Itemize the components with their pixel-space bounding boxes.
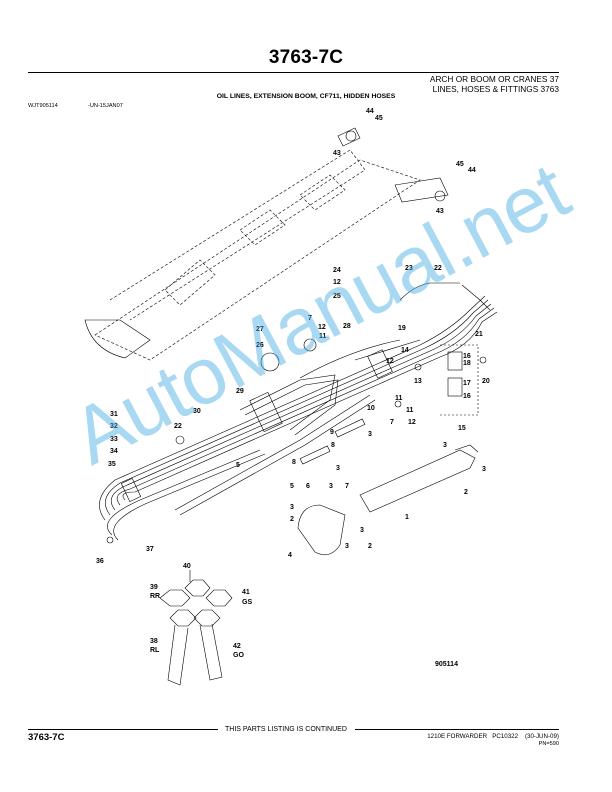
callout-25: 25 [333, 293, 341, 300]
port-label-go: GO [233, 652, 244, 659]
callout-18: 18 [463, 360, 471, 367]
callout-9: 9 [330, 429, 334, 436]
callout-43-right: 43 [436, 208, 444, 215]
callout-3-g: 3 [360, 527, 364, 534]
footer-rule-right [355, 729, 559, 730]
callout-42: 42 [233, 643, 241, 650]
section-title: OIL LINES, EXTENSION BOOM, CF711, HIDDEN… [216, 93, 396, 100]
callout-8-b: 8 [292, 459, 296, 466]
callout-22-b: 22 [174, 423, 182, 430]
callout-5-b: 5 [290, 483, 294, 490]
callout-38: 38 [150, 638, 158, 645]
callout-27: 27 [256, 326, 264, 333]
callout-17: 17 [463, 380, 471, 387]
callout-5-a: 5 [236, 462, 240, 469]
callout-2-b: 2 [290, 516, 294, 523]
callout-6: 6 [306, 483, 310, 490]
callout-2-c: 2 [368, 543, 372, 550]
callout-7-a: 7 [308, 315, 312, 322]
footer-date: (30-JUN-09) [524, 733, 559, 740]
page-title: 3763-7C [268, 47, 344, 68]
callout-35: 35 [108, 461, 116, 468]
callout-14: 14 [401, 347, 409, 354]
port-label-gs: GS [242, 599, 252, 606]
hose-bundle [99, 295, 498, 541]
port-label-rl: RL [150, 647, 160, 654]
footer-page-code: 3763-7C [28, 732, 65, 743]
callout-36: 36 [96, 558, 104, 565]
callout-44-right: 44 [468, 167, 476, 174]
footer-catalog-info: 1210E FORWARDER PC10322 (30-JUN-09) [427, 733, 559, 740]
callout-19: 19 [398, 325, 406, 332]
port-label-rr: RR [150, 593, 160, 600]
callout-24: 24 [333, 267, 341, 274]
callout-11-b: 11 [395, 395, 403, 402]
reference-code: WJT905114 [28, 103, 58, 109]
callout-31: 31 [110, 411, 118, 418]
figure-number: 905114 [435, 661, 458, 668]
callout-21: 21 [475, 331, 483, 338]
reference-date: -UN-15JAN07 [88, 103, 123, 109]
footer-rule-left [28, 729, 218, 730]
callout-3-d: 3 [336, 465, 340, 472]
callout-20: 20 [482, 378, 490, 385]
callout-12-b: 12 [318, 324, 326, 331]
callout-2-a: 2 [464, 489, 468, 496]
port-assembly [159, 570, 233, 686]
callout-29: 29 [236, 388, 244, 395]
callout-45-right: 45 [456, 161, 464, 168]
callout-1: 1 [405, 514, 409, 521]
continued-notice: THIS PARTS LISTING IS CONTINUED [225, 726, 347, 733]
callout-3-f: 3 [290, 504, 294, 511]
callout-23: 23 [405, 265, 413, 272]
callout-3-e: 3 [329, 483, 333, 490]
callout-30: 30 [193, 408, 201, 415]
callout-10: 10 [367, 405, 375, 412]
callout-11-a: 11 [319, 333, 327, 340]
callout-16-b: 16 [463, 393, 471, 400]
callout-28: 28 [343, 323, 351, 330]
callout-3-h: 3 [345, 543, 349, 550]
callout-32: 32 [110, 423, 118, 430]
callout-26: 26 [256, 342, 264, 349]
callout-13: 13 [414, 378, 422, 385]
callout-37: 37 [146, 546, 154, 553]
boom-outline [94, 149, 421, 361]
callout-45-top: 45 [375, 115, 383, 122]
footer-page-number: PN=590 [538, 741, 559, 747]
callout-11-c: 11 [406, 407, 414, 414]
title-divider [28, 72, 559, 73]
callout-33: 33 [110, 436, 118, 443]
callout-40: 40 [183, 563, 191, 570]
callout-22: 22 [434, 265, 442, 272]
footer-machine: 1210E FORWARDER [427, 733, 488, 740]
callout-12-a: 12 [333, 279, 341, 286]
callout-12-c: 12 [386, 358, 394, 365]
parts-diagram: 44 45 43 45 44 43 24 23 22 12 25 7 27 12… [84, 108, 498, 686]
callout-43-top: 43 [333, 150, 341, 157]
callout-12-d: 12 [408, 419, 416, 426]
callout-39: 39 [150, 584, 158, 591]
callout-34: 34 [110, 448, 118, 455]
callout-4: 4 [288, 552, 292, 559]
callout-3-b: 3 [443, 442, 447, 449]
callout-7-c: 7 [345, 483, 349, 490]
callout-3-a: 3 [368, 431, 372, 438]
category-line-1: ARCH OR BOOM OR CRANES 37 [429, 74, 559, 84]
callout-44-top: 44 [366, 108, 374, 115]
callout-8: 8 [331, 442, 335, 449]
callout-15: 15 [458, 425, 466, 432]
callout-7-b: 7 [390, 419, 394, 426]
footer-catalog: PC10322 [492, 733, 519, 740]
callout-41: 41 [242, 589, 250, 596]
callout-16-a: 16 [463, 353, 471, 360]
callout-3-c: 3 [482, 466, 486, 473]
category-line-2: LINES, HOSES & FITTINGS 3763 [432, 84, 559, 94]
